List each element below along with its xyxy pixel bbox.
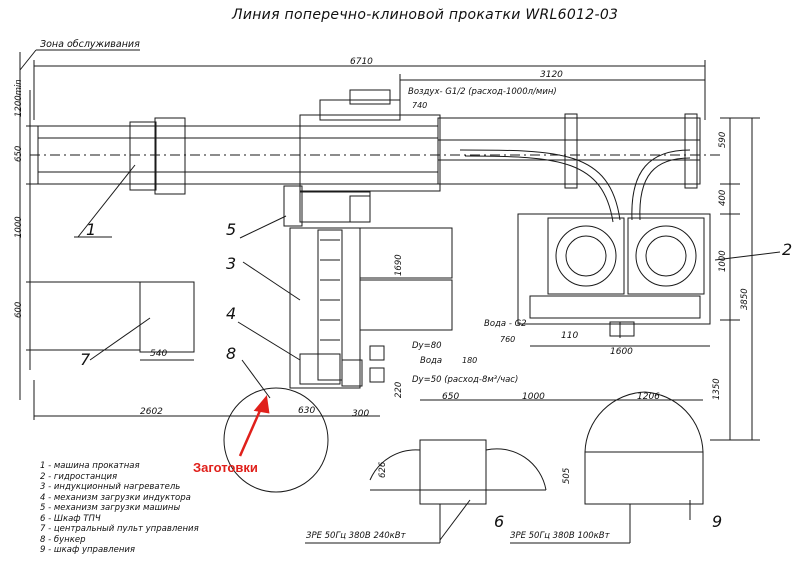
callout-2: 2 bbox=[782, 240, 793, 259]
dim-v600: 600 bbox=[14, 301, 24, 318]
callout-8: 8 bbox=[226, 344, 237, 363]
dim-505: 505 bbox=[562, 467, 572, 484]
dim-r590: 590 bbox=[718, 131, 728, 148]
hopper bbox=[223, 387, 329, 493]
water-level2: 180 bbox=[462, 356, 478, 365]
callout-5: 5 bbox=[226, 220, 237, 239]
service-zone-label: Зона обслуживания bbox=[40, 39, 140, 50]
control-cabinet bbox=[584, 391, 704, 505]
legend-item: 1 - машина прокатная bbox=[40, 461, 140, 471]
workpiece-arrow bbox=[238, 395, 270, 457]
workpieces-label: Заготовки bbox=[193, 460, 258, 475]
callout-leaders bbox=[74, 164, 781, 541]
left-dimensions bbox=[26, 90, 140, 370]
induction-heater bbox=[289, 227, 453, 389]
legend-item: 7 - центральный пульт управления bbox=[40, 524, 199, 534]
dim-1000: 1000 bbox=[522, 392, 545, 402]
legend-item: 8 - бункер bbox=[40, 534, 86, 545]
dim-v1200: 1200min bbox=[14, 79, 24, 117]
legend-item: 4 - механизм загрузки индуктора bbox=[40, 492, 191, 503]
dim-110: 110 bbox=[561, 331, 579, 341]
hydraulic-station bbox=[517, 213, 711, 338]
dim-650: 650 bbox=[442, 392, 460, 402]
dim-3120: 3120 bbox=[540, 70, 563, 80]
dim-2602: 2602 bbox=[140, 407, 163, 417]
legend-item: 6 - Шкаф ТПЧ bbox=[40, 513, 101, 524]
dim-r1350: 1350 bbox=[712, 378, 722, 400]
power-note-1: ЗРЕ 50Гц 380В 240кВт bbox=[306, 531, 406, 541]
air-note: Воздух- G1/2 (расход-1000л/мин) bbox=[408, 87, 557, 97]
dim-r1000: 1000 bbox=[718, 250, 728, 272]
right-dimensions bbox=[710, 117, 760, 441]
callout-3: 3 bbox=[226, 254, 237, 273]
callout-6: 6 bbox=[494, 512, 505, 531]
right-beam bbox=[437, 113, 701, 189]
dim-6710: 6710 bbox=[350, 57, 373, 67]
water-level: 760 bbox=[500, 335, 516, 344]
bottom-dimensions bbox=[33, 345, 710, 420]
tpch-cabinet bbox=[369, 439, 547, 505]
dim-1600: 1600 bbox=[610, 347, 633, 357]
water-g2-note: Вода - G2 bbox=[484, 319, 527, 329]
machine-loader bbox=[283, 185, 371, 227]
dy50-note: Dy=50 (расход-8м³/час) bbox=[412, 375, 519, 385]
central-control-panel bbox=[139, 281, 195, 353]
legend-item: 3 - индукционный нагреватель bbox=[40, 482, 181, 492]
legend-item: 2 - гидростанция bbox=[40, 471, 118, 482]
dim-300: 300 bbox=[352, 409, 370, 419]
callout-4: 4 bbox=[226, 304, 237, 323]
dim-220: 220 bbox=[394, 381, 404, 398]
dimension-6710 bbox=[33, 60, 706, 120]
dim-1206: 1206 bbox=[637, 392, 660, 402]
callout-9: 9 bbox=[712, 512, 723, 531]
dim-540: 540 bbox=[150, 349, 168, 359]
dim-1690: 1690 bbox=[394, 254, 404, 276]
power-note-2: ЗРЕ 50Гц 380В 100кВт bbox=[510, 531, 610, 541]
dim-v650: 650 bbox=[14, 145, 24, 162]
dy80-note: Dy=80 bbox=[412, 341, 442, 351]
dim-630: 630 bbox=[298, 406, 316, 416]
callout-1: 1 bbox=[86, 220, 97, 239]
service-zone-marker bbox=[19, 49, 140, 400]
drawing-title: Линия поперечно-клиновой прокатки WRL601… bbox=[232, 7, 619, 23]
power-feed-lines bbox=[305, 504, 631, 544]
legend-item: 9 - шкаф управления bbox=[40, 545, 136, 555]
dim-v1000: 1000 bbox=[14, 216, 24, 238]
water-note: Вода bbox=[420, 356, 443, 366]
dim-r3850: 3850 bbox=[740, 288, 750, 310]
legend: 1 - машина прокатная 2 - гидростанция 3 … bbox=[40, 461, 199, 556]
rolling-machine-beam bbox=[30, 89, 720, 195]
legend-item: 5 - механизм загрузки машины bbox=[40, 503, 181, 513]
dim-r400: 400 bbox=[718, 189, 728, 206]
air-level: 740 bbox=[412, 101, 428, 110]
callout-7: 7 bbox=[80, 350, 91, 369]
hydraulic-hoses bbox=[459, 149, 691, 223]
dim-626: 626 bbox=[378, 461, 388, 478]
